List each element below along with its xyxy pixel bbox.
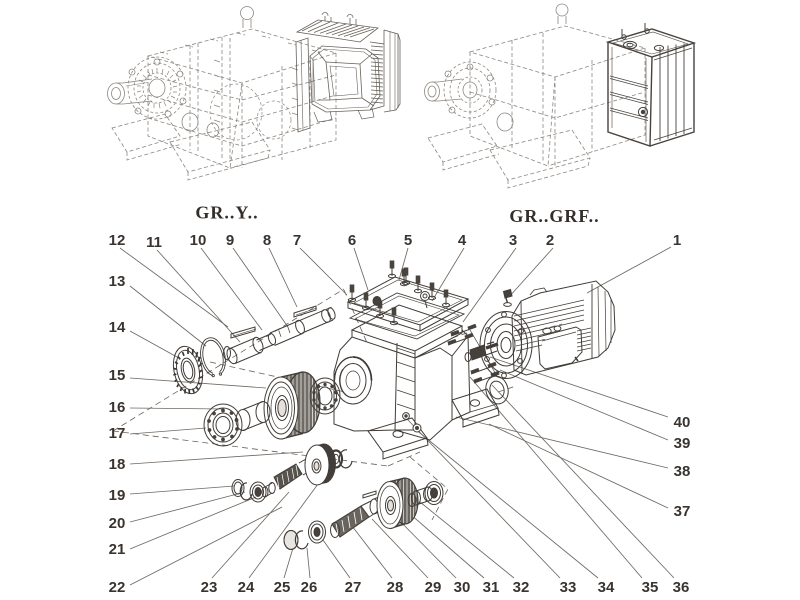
svg-text:GR..GRF..: GR..GRF.. xyxy=(509,206,599,226)
svg-text:6: 6 xyxy=(348,232,356,249)
svg-text:9: 9 xyxy=(226,232,234,249)
svg-text:13: 13 xyxy=(109,273,126,290)
svg-text:11: 11 xyxy=(146,234,162,251)
svg-text:2: 2 xyxy=(546,232,554,249)
svg-text:17: 17 xyxy=(109,425,126,442)
svg-text:18: 18 xyxy=(109,456,126,473)
svg-text:3: 3 xyxy=(509,232,517,249)
svg-text:8: 8 xyxy=(263,232,271,249)
svg-text:24: 24 xyxy=(238,579,255,596)
svg-text:19: 19 xyxy=(109,487,126,504)
svg-text:27: 27 xyxy=(345,579,362,596)
svg-text:4: 4 xyxy=(458,232,467,249)
svg-text:22: 22 xyxy=(109,579,126,596)
svg-text:33: 33 xyxy=(560,579,577,596)
svg-text:39: 39 xyxy=(674,435,691,452)
svg-text:GR..Y..: GR..Y.. xyxy=(195,203,258,223)
svg-text:7: 7 xyxy=(293,232,301,249)
svg-text:16: 16 xyxy=(109,399,126,416)
svg-text:32: 32 xyxy=(513,579,530,596)
svg-text:26: 26 xyxy=(301,579,318,596)
svg-text:15: 15 xyxy=(109,367,126,384)
svg-text:1: 1 xyxy=(673,232,681,249)
svg-text:28: 28 xyxy=(387,579,404,596)
svg-text:12: 12 xyxy=(109,232,126,249)
svg-text:29: 29 xyxy=(425,579,442,596)
svg-text:5: 5 xyxy=(404,232,412,249)
svg-text:20: 20 xyxy=(109,515,126,532)
svg-text:35: 35 xyxy=(642,579,659,596)
svg-text:21: 21 xyxy=(109,541,126,558)
svg-text:37: 37 xyxy=(674,503,691,520)
svg-text:36: 36 xyxy=(673,579,690,596)
svg-text:40: 40 xyxy=(674,414,691,431)
svg-text:30: 30 xyxy=(454,579,471,596)
svg-text:10: 10 xyxy=(190,232,207,249)
svg-text:23: 23 xyxy=(201,579,218,596)
svg-text:14: 14 xyxy=(109,319,126,336)
svg-text:34: 34 xyxy=(598,579,615,596)
svg-text:25: 25 xyxy=(274,579,291,596)
svg-text:31: 31 xyxy=(483,579,500,596)
svg-text:38: 38 xyxy=(674,463,691,480)
